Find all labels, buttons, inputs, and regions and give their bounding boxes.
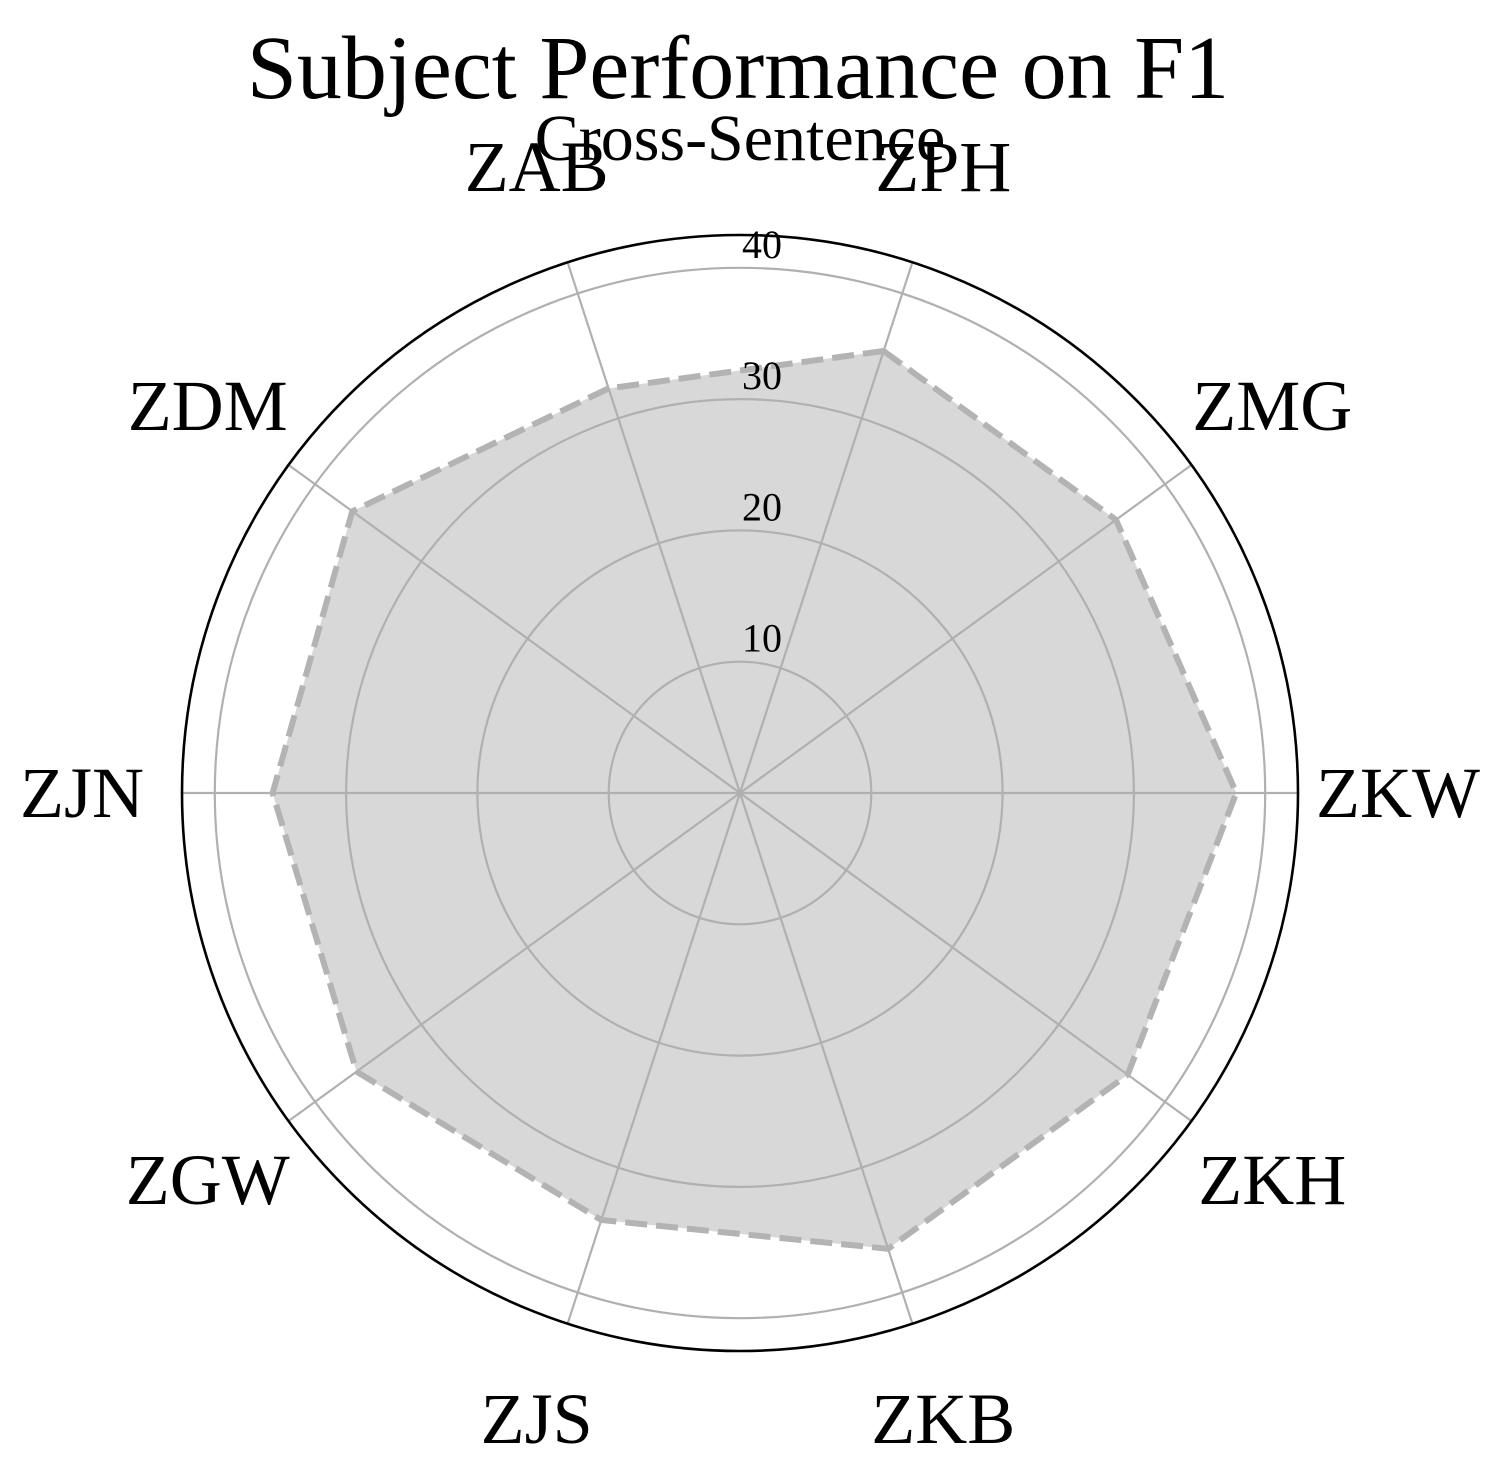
spoke-zkh (739, 792, 1193, 1122)
category-label-zgw: ZGW (126, 1140, 290, 1220)
plot-area: 10 20 30 40 ZPH ZMG ZKW ZKH ZKB ZJS ZGW ZJN ZDM ZAB (20, 127, 1480, 1459)
radial-tick-label: 20 (742, 484, 782, 529)
chart-title: Subject Performance on F1 (247, 19, 1229, 118)
spoke-zgw (287, 792, 741, 1122)
spoke-zab (566, 261, 742, 794)
radial-tick-label: 10 (742, 616, 782, 661)
series-area (272, 351, 1237, 1249)
category-label-zkb: ZKB (871, 1379, 1015, 1459)
spoke-zjs (566, 792, 742, 1325)
spoke-zkb (738, 792, 914, 1325)
category-label-zph: ZPH (875, 127, 1011, 207)
category-label-zmg: ZMG (1192, 366, 1352, 446)
spoke-zdm (287, 464, 741, 794)
radial-tick-label: 30 (742, 353, 782, 398)
series-line (269, 347, 1240, 1252)
radial-tick-label: 40 (742, 222, 782, 267)
polar-frame (180, 233, 1300, 1353)
category-label-zab: ZAB (465, 127, 609, 207)
chart-subtitle: Cross-Sentence (535, 102, 946, 175)
category-label-zkh: ZKH (1198, 1140, 1346, 1220)
category-label-zkw: ZKW (1316, 753, 1480, 833)
category-label-zjn: ZJN (20, 753, 144, 833)
category-label-zjs: ZJS (481, 1379, 593, 1459)
category-label-zdm: ZDM (128, 366, 288, 446)
